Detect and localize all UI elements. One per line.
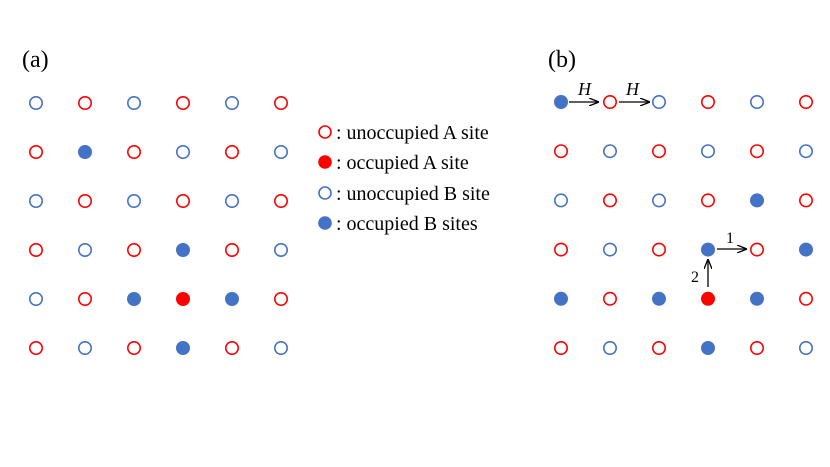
panel-a-site-b-unoccupied (127, 194, 142, 209)
panel-a-site-b-unoccupied (78, 243, 93, 258)
panel-b-site-a-unoccupied (553, 242, 568, 257)
panel-a-site-b-occupied (127, 291, 142, 306)
panel-a-site-b-unoccupied (176, 145, 191, 160)
panel-b-site-a-unoccupied (651, 242, 666, 257)
legend-occupied-b-label: : occupied B sites (336, 213, 478, 235)
panel-a-site-b-occupied (176, 243, 191, 258)
panel-a-site-b-occupied (176, 340, 191, 355)
panel-a-site-b-unoccupied (273, 243, 288, 258)
panel-a-site-a-unoccupied (225, 340, 240, 355)
panel-a-site-b-occupied (225, 291, 240, 306)
panel-a-site-a-unoccupied (127, 243, 142, 258)
panel-b-site-b-unoccupied (651, 95, 666, 110)
panel-a-site-b-unoccupied (78, 340, 93, 355)
panel-b-site-b-unoccupied (700, 144, 715, 159)
panel-a-site-b-unoccupied (273, 145, 288, 160)
panel-b-site-a-unoccupied (749, 340, 764, 355)
legend: : unoccupied A site : occupied A site : … (318, 122, 490, 235)
legend-unoccupied-a-marker (318, 125, 332, 139)
panel-a-site-a-unoccupied (78, 96, 93, 111)
legend-occupied-a-marker (318, 155, 332, 169)
panel-b-site-b-occupied (749, 193, 764, 208)
panel-b-site-a-unoccupied (602, 95, 617, 110)
panel-a-site-b-occupied (78, 145, 93, 160)
panel-a-site-a-unoccupied (28, 243, 43, 258)
panel-b-site-b-unoccupied (798, 144, 813, 159)
panel-a-site-a-unoccupied (225, 145, 240, 160)
legend-occupied-b-marker (318, 216, 332, 230)
panel-a-site-b-unoccupied (28, 194, 43, 209)
panel-a-site-a-unoccupied (127, 145, 142, 160)
panel-a-site-b-unoccupied (225, 194, 240, 209)
panel-a-site-a-unoccupied (273, 291, 288, 306)
panel-b-site-a-unoccupied (700, 95, 715, 110)
panel-b-site-a-unoccupied (749, 242, 764, 257)
panel-a-site-b-unoccupied (273, 340, 288, 355)
panel-b-site-a-unoccupied (749, 144, 764, 159)
panel-b-site-a-unoccupied (553, 340, 568, 355)
panel-b-site-b-occupied (700, 242, 715, 257)
legend-unoccupied-b-marker (318, 186, 332, 200)
panel-a-site-a-unoccupied (28, 340, 43, 355)
panel-b-site-b-unoccupied (651, 193, 666, 208)
panel-b-site-b-unoccupied (553, 193, 568, 208)
panel-a-site-a-unoccupied (176, 96, 191, 111)
panel-a-site-a-unoccupied (78, 194, 93, 209)
panel-b-site-b-occupied (553, 95, 568, 110)
panel-b-site-a-unoccupied (798, 291, 813, 306)
panel-a-site-a-unoccupied (28, 145, 43, 160)
panel-b-site-b-occupied (553, 291, 568, 306)
panel-b-site-b-unoccupied (602, 242, 617, 257)
hop-label-1: H (577, 79, 592, 99)
panel-a-site-b-unoccupied (28, 291, 43, 306)
panel-b-label: (b) (548, 47, 576, 73)
panel-a-site-a-unoccupied (78, 291, 93, 306)
hop-label-2: H (625, 79, 640, 99)
move-label-1: 1 (726, 230, 734, 247)
panel-b-site-b-occupied (700, 340, 715, 355)
panel-b-lattice (553, 95, 813, 355)
panel-b-site-a-unoccupied (602, 193, 617, 208)
panel-a-site-a-unoccupied (273, 194, 288, 209)
panel-a-site-a-unoccupied (273, 96, 288, 111)
panel-b-site-b-occupied (798, 242, 813, 257)
panel-b-site-a-unoccupied (553, 144, 568, 159)
panel-a-site-b-unoccupied (225, 96, 240, 111)
panel-a: (a) (22, 47, 288, 355)
panel-b-site-a-unoccupied (700, 193, 715, 208)
panel-b: (b) H H 1 2 (548, 47, 813, 355)
panel-a-site-a-unoccupied (225, 243, 240, 258)
legend-unoccupied-b-label: : unoccupied B site (336, 183, 490, 205)
panel-b-site-b-occupied (651, 291, 666, 306)
panel-a-site-b-unoccupied (127, 96, 142, 111)
panel-a-site-a-unoccupied (176, 194, 191, 209)
move-label-2: 2 (691, 269, 699, 286)
panel-a-site-a-occupied (176, 291, 191, 306)
panel-b-site-b-unoccupied (602, 340, 617, 355)
panel-a-label: (a) (22, 47, 49, 73)
panel-b-site-b-unoccupied (798, 340, 813, 355)
panel-b-site-b-occupied (749, 291, 764, 306)
legend-occupied-a-label: : occupied A site (336, 152, 469, 174)
panel-b-site-a-unoccupied (602, 291, 617, 306)
legend-unoccupied-a-label: : unoccupied A site (336, 122, 489, 144)
panel-b-site-a-occupied (700, 291, 715, 306)
panel-b-site-b-unoccupied (749, 95, 764, 110)
panel-b-site-a-unoccupied (651, 144, 666, 159)
panel-b-site-a-unoccupied (651, 340, 666, 355)
panel-a-lattice (28, 96, 288, 355)
panel-b-site-b-unoccupied (602, 144, 617, 159)
panel-a-site-b-unoccupied (28, 96, 43, 111)
panel-b-site-a-unoccupied (798, 95, 813, 110)
panel-b-site-a-unoccupied (798, 193, 813, 208)
panel-a-site-a-unoccupied (127, 340, 142, 355)
